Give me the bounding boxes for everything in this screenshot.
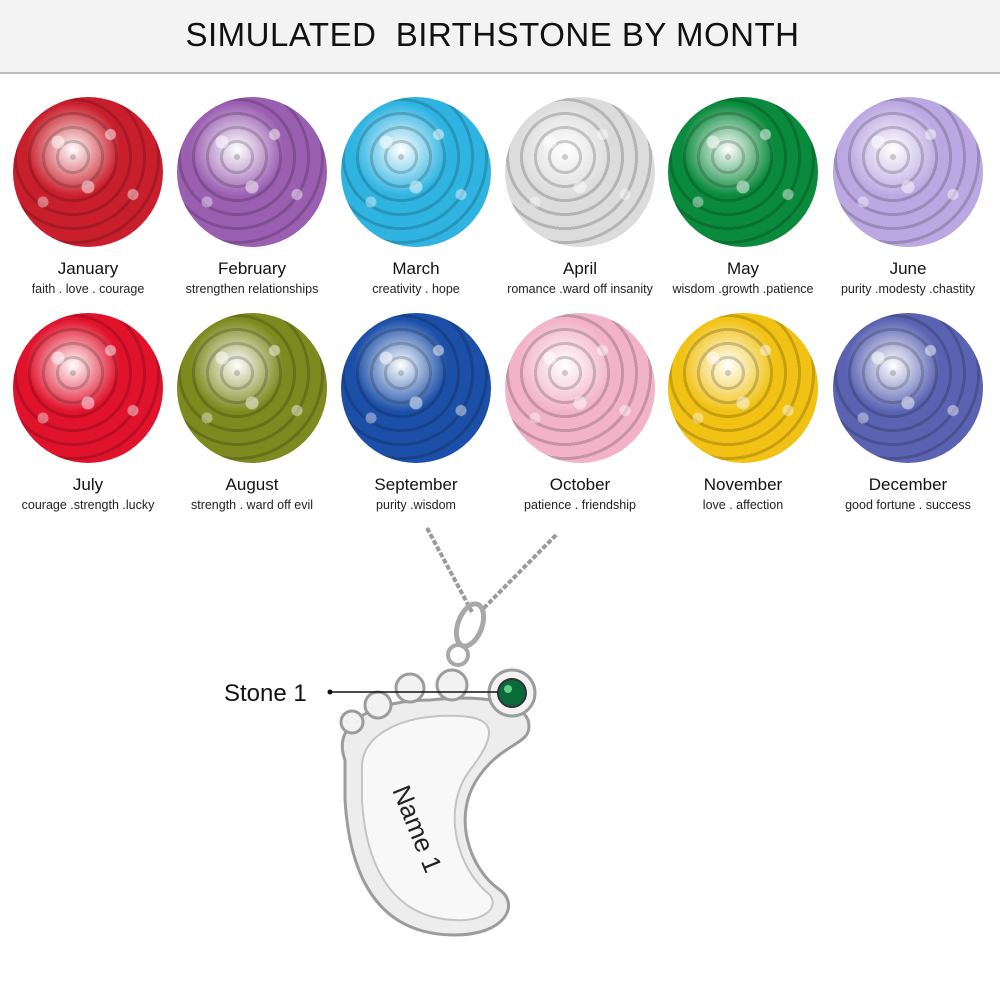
month-name: December [868, 475, 948, 494]
month-name: May [726, 259, 760, 278]
birthstone-may: May wisdom .growth .patience [661, 97, 825, 296]
month-meaning: creativity . hope [372, 282, 460, 296]
month-meaning: wisdom .growth .patience [672, 282, 814, 296]
gemstone-image [833, 313, 983, 463]
month-name: February [217, 259, 287, 278]
birthstone-january: January faith . love . courage [6, 97, 170, 296]
gemstone-image [13, 97, 163, 247]
month-name: June [889, 259, 927, 278]
month-meaning: romance .ward off insanity [507, 282, 653, 296]
month-meaning: patience . friendship [524, 498, 636, 512]
gemstone-image [505, 97, 655, 247]
birthstone-july: July courage .strength .lucky [6, 313, 170, 512]
month-meaning: purity .wisdom [376, 498, 456, 512]
birthstone-november: November love . affection [661, 313, 825, 512]
month-name: July [72, 475, 104, 494]
gemstone-image [177, 97, 327, 247]
month-name: January [57, 259, 119, 278]
jump-ring [446, 643, 470, 667]
month-meaning: love . affection [702, 498, 784, 512]
gemstone-image [13, 313, 163, 463]
gemstone-image [833, 97, 983, 247]
gemstone-image [505, 313, 655, 463]
gemstone-image [341, 313, 491, 463]
month-name: April [562, 259, 597, 278]
birthstone-august: August strength . ward off evil [170, 313, 334, 512]
birthstone-march: March creativity . hope [334, 97, 498, 296]
birthstone-december: December good fortune . success [826, 313, 990, 512]
page-title: SIMULATED BIRTHSTONE BY MONTH [185, 16, 800, 53]
month-meaning: faith . love . courage [31, 282, 145, 296]
gemstone-image [177, 313, 327, 463]
stone-1-label: Stone 1 [224, 680, 307, 707]
chain [425, 527, 558, 613]
month-name: November [703, 475, 783, 494]
month-meaning: good fortune . success [845, 498, 971, 512]
birthstone-october: October patience . friendship [498, 313, 662, 512]
month-name: October [549, 475, 611, 494]
month-name: March [392, 259, 440, 278]
month-name: September [374, 475, 458, 494]
month-meaning: strengthen relationships [185, 282, 319, 296]
gemstone-image [668, 313, 818, 463]
birthstone-june: June purity .modesty .chastity [826, 97, 990, 296]
header-band: SIMULATED BIRTHSTONE BY MONTH [0, 0, 1000, 74]
month-meaning: courage .strength .lucky [21, 498, 155, 512]
birthstone-september: September purity .wisdom [334, 313, 498, 512]
month-meaning: purity .modesty .chastity [840, 282, 976, 296]
birthstone-april: April romance .ward off insanity [498, 97, 662, 296]
birthstone-setting [497, 678, 527, 708]
gemstone-image [341, 97, 491, 247]
gemstone-image [668, 97, 818, 247]
month-name: August [225, 475, 279, 494]
bail-ring [453, 601, 487, 649]
month-meaning: strength . ward off evil [190, 498, 314, 512]
birthstone-february: February strengthen relationships [170, 97, 334, 296]
